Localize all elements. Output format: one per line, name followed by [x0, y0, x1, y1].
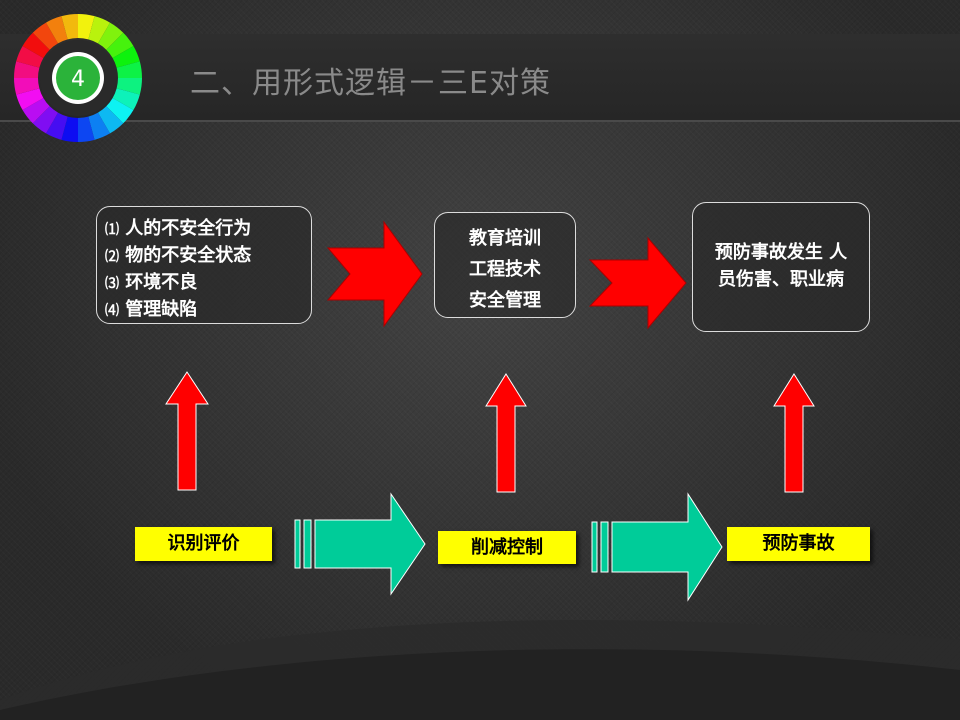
teal-right-arrow-1 — [294, 492, 426, 596]
wheel-segment — [88, 16, 110, 44]
wheel-segment — [116, 61, 142, 78]
header-band — [0, 34, 960, 122]
red-right-arrow-1 — [326, 220, 423, 328]
wheel-segment — [106, 98, 134, 124]
identify-label: 识别评价 — [135, 527, 272, 561]
red-right-arrow-2 — [588, 236, 687, 330]
red-up-arrow-3 — [773, 373, 815, 493]
wheel-segment — [78, 14, 95, 40]
prevent-label: 预防事故 — [727, 527, 870, 561]
measure-item: 工程技术 — [469, 259, 541, 280]
color-wheel-icon: 4 — [14, 14, 142, 142]
measure-item: 教育培训 — [469, 228, 541, 249]
wheel-segment — [98, 106, 124, 134]
reduce-label: 削减控制 — [438, 531, 576, 564]
wheel-segment — [22, 32, 50, 58]
wheel-segment — [46, 16, 68, 44]
wheel-segment — [14, 61, 40, 78]
wheel-segment — [61, 116, 78, 142]
measures-box: 教育培训 工程技术 安全管理 — [434, 212, 576, 318]
wheel-segment — [16, 88, 44, 110]
wheel-segment — [32, 106, 58, 134]
wheel-segment — [14, 78, 40, 95]
causes-box: ⑴ 人的不安全行为 ⑵ 物的不安全状态 ⑶ 环境不良 ⑷ 管理缺陷 — [96, 206, 312, 324]
goal-line: 预防事故发生 人 — [714, 242, 848, 263]
bottom-wave-decoration — [0, 620, 960, 720]
teal-right-arrow-2 — [591, 492, 723, 602]
wheel-segment — [78, 116, 95, 142]
cause-item: ⑴ 人的不安全行为 — [105, 218, 252, 239]
page-title: 二、用形式逻辑－三E对策 — [190, 66, 551, 101]
cause-item: ⑵ 物的不安全状态 — [105, 245, 252, 266]
wheel-segment — [16, 46, 44, 68]
wheel-segment — [98, 22, 124, 50]
wheel-segment — [112, 46, 140, 68]
wheel-segment — [32, 22, 58, 50]
wheel-segment — [116, 78, 142, 95]
measure-item: 安全管理 — [469, 290, 541, 311]
cause-item: ⑶ 环境不良 — [105, 272, 198, 293]
wheel-segment — [46, 112, 68, 140]
red-up-arrow-2 — [485, 373, 527, 493]
goal-box: 预防事故发生 人 员伤害、职业病 — [692, 202, 870, 332]
red-up-arrow-1 — [165, 371, 209, 491]
slide-number-badge: 4 — [71, 67, 85, 92]
wheel-segment — [106, 32, 134, 58]
goal-line: 员伤害、职业病 — [718, 269, 844, 290]
wheel-segment — [112, 88, 140, 110]
wheel-segment — [22, 98, 50, 124]
wheel-segment — [61, 14, 78, 40]
wheel-segment — [88, 112, 110, 140]
cause-item: ⑷ 管理缺陷 — [105, 299, 198, 320]
